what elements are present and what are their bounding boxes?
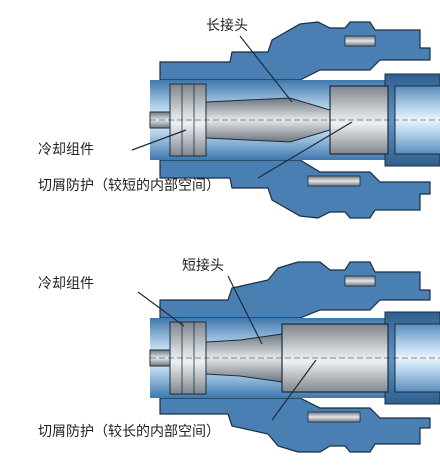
top-long-connector-label: 长接头 — [206, 18, 248, 34]
bottom-cooling-leader — [137, 291, 185, 327]
bottom-housing-lower — [159, 397, 431, 453]
top-housing-upper — [159, 21, 431, 81]
top-bolt — [307, 175, 361, 187]
bottom-cooling-label: 冷却组件 — [38, 276, 94, 292]
top-connector-leader — [239, 35, 293, 103]
top-bolt-upper — [344, 35, 376, 47]
bottom-bolt — [307, 411, 361, 423]
bottom-chip-leader — [271, 359, 317, 421]
bottom-spindle-body — [384, 311, 440, 405]
bottom-spindle-section — [149, 261, 440, 453]
bottom-bolt-upper — [344, 275, 376, 287]
bottom-short-connector-label: 短接头 — [182, 258, 224, 274]
bottom-connector-leader — [227, 275, 263, 345]
top-spindle-section — [149, 21, 440, 219]
bottom-chip-guard-label: 切屑防护（较长的内部空间） — [38, 424, 220, 440]
top-chip-guard-label: 切屑防护（较短的内部空间） — [38, 178, 220, 194]
top-cooling-leader — [131, 129, 187, 151]
top-chip-leader — [257, 121, 353, 179]
top-spindle-body — [384, 73, 440, 167]
top-housing-lower — [159, 159, 431, 219]
top-cooling-label: 冷却组件 — [38, 142, 94, 158]
